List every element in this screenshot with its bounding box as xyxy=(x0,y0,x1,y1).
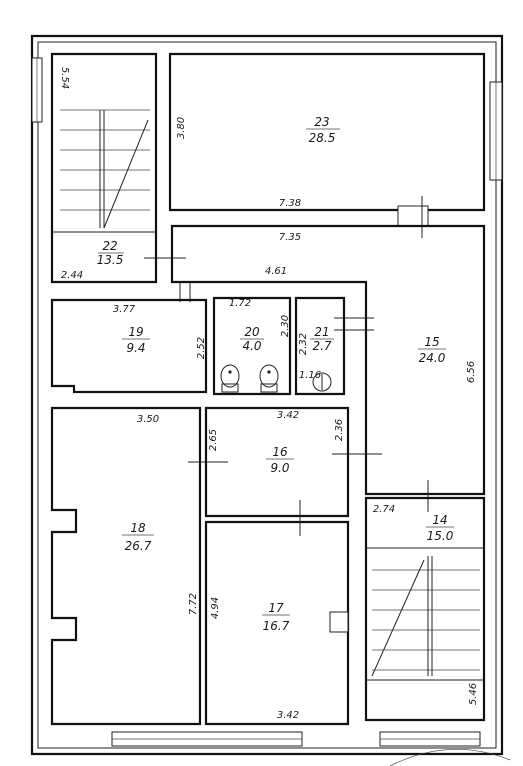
dimension-label: 4.61 xyxy=(265,266,287,277)
room-14 xyxy=(364,496,486,722)
room-number: 21 xyxy=(314,325,329,339)
dimension-label: 2.30 xyxy=(280,315,291,337)
room-area: 24.0 xyxy=(419,351,446,365)
outer-walls xyxy=(30,34,504,756)
room-15 xyxy=(170,224,486,512)
dimension-label: 3.80 xyxy=(176,117,187,139)
room-area: 9.0 xyxy=(270,461,289,475)
room-label-15: 15 24.0 xyxy=(418,335,446,365)
room-number: 18 xyxy=(130,521,146,535)
room-area: 13.5 xyxy=(97,253,124,267)
room-label-22: 22 13.5 xyxy=(97,239,124,267)
dimension-label: 1.16 xyxy=(299,370,321,381)
room-area: 4.0 xyxy=(242,339,261,353)
dimension-label: 3.42 xyxy=(277,710,299,721)
room-18 xyxy=(50,406,228,726)
room-16 xyxy=(204,406,382,518)
dimension-label: 6.56 xyxy=(466,361,477,383)
room-19 xyxy=(50,298,208,394)
room-17 xyxy=(204,500,350,726)
room-number: 19 xyxy=(128,325,143,339)
toilet-icon xyxy=(312,372,332,392)
room-area: 9.4 xyxy=(126,341,145,355)
room-label-18: 18 26.7 xyxy=(122,521,154,553)
room-number: 16 xyxy=(272,445,288,459)
room-number: 15 xyxy=(424,335,439,349)
dimension-label: 5.54 xyxy=(59,67,70,89)
dimension-label: 1.72 xyxy=(229,298,251,309)
dimension-label: 2.65 xyxy=(208,429,219,451)
room-number: 20 xyxy=(244,325,260,339)
dimension-label: 5.46 xyxy=(468,683,479,705)
room-label-20: 20 4.0 xyxy=(240,325,264,353)
room-label-23: 23 28.5 xyxy=(306,115,340,145)
room-number: 23 xyxy=(314,115,329,129)
room-23 xyxy=(168,52,486,212)
room-number: 17 xyxy=(268,601,284,615)
dimension-label: 2.36 xyxy=(334,419,345,441)
room-label-14: 14 15.0 xyxy=(426,513,454,543)
room-number: 22 xyxy=(102,239,117,253)
dimension-label: 2.74 xyxy=(373,504,395,515)
room-21 xyxy=(294,296,346,396)
room-label-19: 19 9.4 xyxy=(122,325,150,355)
room-20 xyxy=(212,296,292,396)
room-area: 26.7 xyxy=(125,539,152,553)
dimension-label: 7.38 xyxy=(279,198,301,209)
room-label-16: 16 9.0 xyxy=(266,445,294,475)
dimension-label: 7.72 xyxy=(188,593,199,615)
toilet-icon xyxy=(220,364,240,393)
room-area: 28.5 xyxy=(309,131,336,145)
dimension-label: 3.42 xyxy=(277,410,299,421)
room-number: 14 xyxy=(432,513,447,527)
door-23-15 xyxy=(397,196,429,238)
room-22 xyxy=(50,52,186,284)
dimension-label: 2.52 xyxy=(196,337,207,359)
dimension-label: 3.50 xyxy=(137,414,159,425)
room-area: 15.0 xyxy=(427,529,454,543)
dimension-label: 4.94 xyxy=(210,597,221,619)
corridor xyxy=(179,282,374,331)
toilet-icon xyxy=(259,364,279,393)
room-label-21: 21 2.7 xyxy=(310,325,334,353)
stair-treads-bottom xyxy=(366,556,484,681)
room-area: 16.7 xyxy=(263,619,290,633)
room-label-17: 17 16.7 xyxy=(262,601,290,633)
dimension-label: 7.35 xyxy=(279,232,301,243)
dimension-label: 3.77 xyxy=(113,304,136,315)
dimension-label: 2.44 xyxy=(61,270,83,281)
dimension-labels: 5.54 3.80 7.38 7.35 2.44 4.61 3.77 1.72 … xyxy=(59,67,479,721)
stair-treads-top xyxy=(60,109,150,229)
dimension-label: 2.32 xyxy=(298,333,309,355)
room-area: 2.7 xyxy=(312,339,331,353)
bottom-arc xyxy=(389,749,511,766)
